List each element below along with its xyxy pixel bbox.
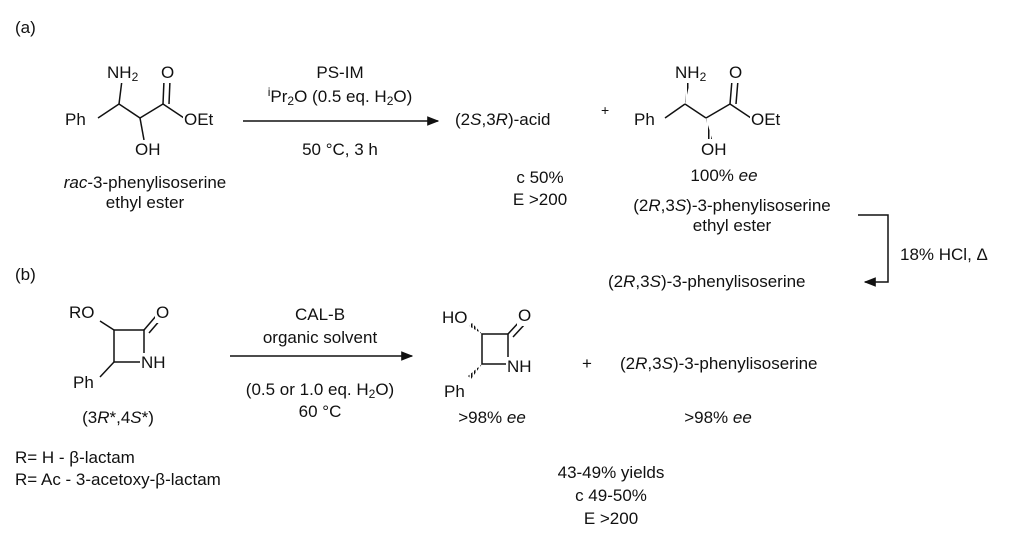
conditions-b-temp: 60 °C: [298, 402, 342, 421]
ester-ee: 100% ee: [690, 166, 758, 185]
reactant-a-skeleton: [97, 79, 185, 141]
ester-product-skeleton: [664, 79, 752, 119]
plus-b: +: [582, 354, 592, 373]
e-value-a: E >200: [512, 190, 568, 209]
reactant-a-carbonyl-o: O: [160, 63, 176, 83]
lactam-product-ph: Ph: [443, 382, 466, 402]
reactant-a-oh: OH: [134, 140, 162, 160]
conversion-a: c 50%: [516, 168, 564, 187]
ester-carbonyl-o: O: [728, 63, 744, 83]
wedge-bond-oh: [706, 118, 712, 139]
panel-b-label: (b): [15, 265, 36, 284]
conditions-b-enzyme: CAL-B: [294, 305, 346, 324]
acid-product-b-ee: >98% ee: [684, 408, 752, 427]
r-definition-ac: R= Ac - 3-acetoxy-β-lactam: [15, 470, 221, 489]
lactam-product-ee: >98% ee: [458, 408, 526, 427]
conditions-b-water: (0.5 or 1.0 eq. H2O): [245, 380, 395, 401]
lactam-reactant-ph: Ph: [72, 373, 95, 393]
c2c3-bond: [684, 103, 707, 119]
reactant-a-ph: Ph: [64, 110, 87, 130]
ester-name: (2R,3S)-3-phenylisoserine ethyl ester: [633, 196, 831, 235]
wedge-bond-nh2: [685, 81, 690, 104]
panel-a-label: (a): [15, 18, 36, 37]
lactam-reactant-o: O: [155, 303, 171, 323]
lactam-reactant-stereo: (3R*,4S*): [82, 408, 154, 427]
conditions-b-solvent: organic solvent: [262, 328, 378, 347]
conversion-b: c 49-50%: [575, 486, 647, 505]
ester-oet: OEt: [750, 110, 782, 130]
r-definition-h: R= H - β-lactam: [15, 448, 135, 467]
yields-b: 43-49% yields: [557, 463, 665, 482]
lactam-product-nh: NH: [506, 357, 533, 377]
lactam-reactant-ro: RO: [68, 303, 96, 323]
acid-a-label: (2S,3R)-acid: [455, 110, 551, 129]
conditions-a-temp-time: 50 °C, 3 h: [302, 140, 378, 159]
acid-product-b: (2R,3S)-3-phenylisoserine: [620, 354, 818, 373]
lactam-reactant-nh: NH: [140, 353, 167, 373]
ester-ph: Ph: [633, 110, 656, 130]
ester-nh2: NH2: [674, 63, 708, 84]
reactant-a-nh2: NH2: [106, 63, 140, 84]
lactam-product-o: O: [517, 306, 533, 326]
hydrolysis-arrow: [858, 214, 889, 287]
e-value-b: E >200: [583, 509, 639, 528]
beta-lactam-reactant-skeleton: [99, 315, 162, 378]
ester-oh: OH: [700, 140, 728, 160]
lactam-product-ho: HO: [441, 308, 469, 328]
wedge-bond-ph: [468, 364, 482, 379]
reactant-a-name: rac-3-phenylisoserine ethyl ester: [63, 173, 227, 212]
reactant-a-oet: OEt: [183, 110, 215, 130]
conditions-a-solvent: iPr2O (0.5 eq. H2O): [267, 85, 413, 108]
wedge-bond-ho: [469, 323, 482, 334]
plus-a: +: [601, 102, 610, 118]
hydrolysis-product: (2R,3S)-3-phenylisoserine: [608, 272, 806, 291]
hydrolysis-reagent: 18% HCl, Δ: [900, 245, 988, 264]
conditions-a-enzyme: PS-IM: [316, 63, 364, 82]
